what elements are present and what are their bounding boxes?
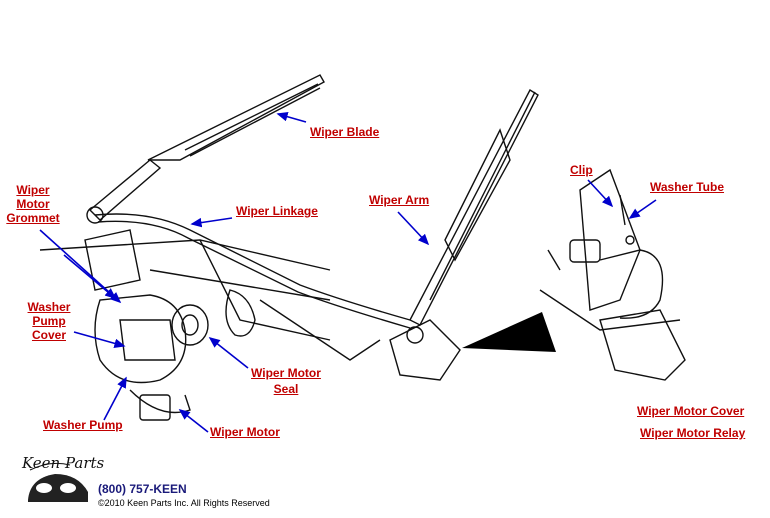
label-line: Cover — [31, 328, 66, 342]
label-line: Wiper Motor — [251, 366, 321, 380]
label-wiper-linkage[interactable]: Wiper Linkage — [236, 204, 318, 218]
label-line: Washer — [27, 300, 71, 314]
label-wiper-motor-cover[interactable]: Wiper Motor Cover — [637, 404, 745, 418]
label-line: Pump — [32, 314, 66, 328]
brand-logo-text: Keen Parts — [22, 454, 105, 472]
label-line: Seal — [273, 382, 299, 396]
label-wiper-motor[interactable]: Wiper Motor — [210, 425, 280, 439]
label-washer-pump-cover[interactable]: Washer Pump Cover — [22, 300, 76, 342]
arrow-icon — [39, 112, 657, 433]
label-wiper-motor-seal[interactable]: Wiper Motor Seal — [244, 366, 328, 396]
label-wiper-arm[interactable]: Wiper Arm — [369, 193, 430, 207]
label-wiper-motor-relay[interactable]: Wiper Motor Relay — [640, 426, 746, 440]
line-art — [39, 74, 686, 421]
phone-number: (800) 757-KEEN — [98, 482, 187, 496]
label-line: Motor — [16, 197, 50, 211]
label-line: Wiper — [16, 183, 50, 197]
label-line: Grommet — [6, 211, 60, 225]
pointer-triangle-icon — [462, 312, 556, 352]
label-wiper-blade[interactable]: Wiper Blade — [310, 125, 380, 139]
car-logo-icon — [28, 462, 88, 502]
copyright-text: ©2010 Keen Parts Inc. All Rights Reserve… — [98, 498, 270, 508]
label-wiper-motor-grommet[interactable]: Wiper Motor Grommet — [6, 183, 60, 225]
label-clip[interactable]: Clip — [570, 163, 593, 177]
label-washer-pump[interactable]: Washer Pump — [43, 418, 123, 432]
label-washer-tube[interactable]: Washer Tube — [650, 180, 725, 194]
